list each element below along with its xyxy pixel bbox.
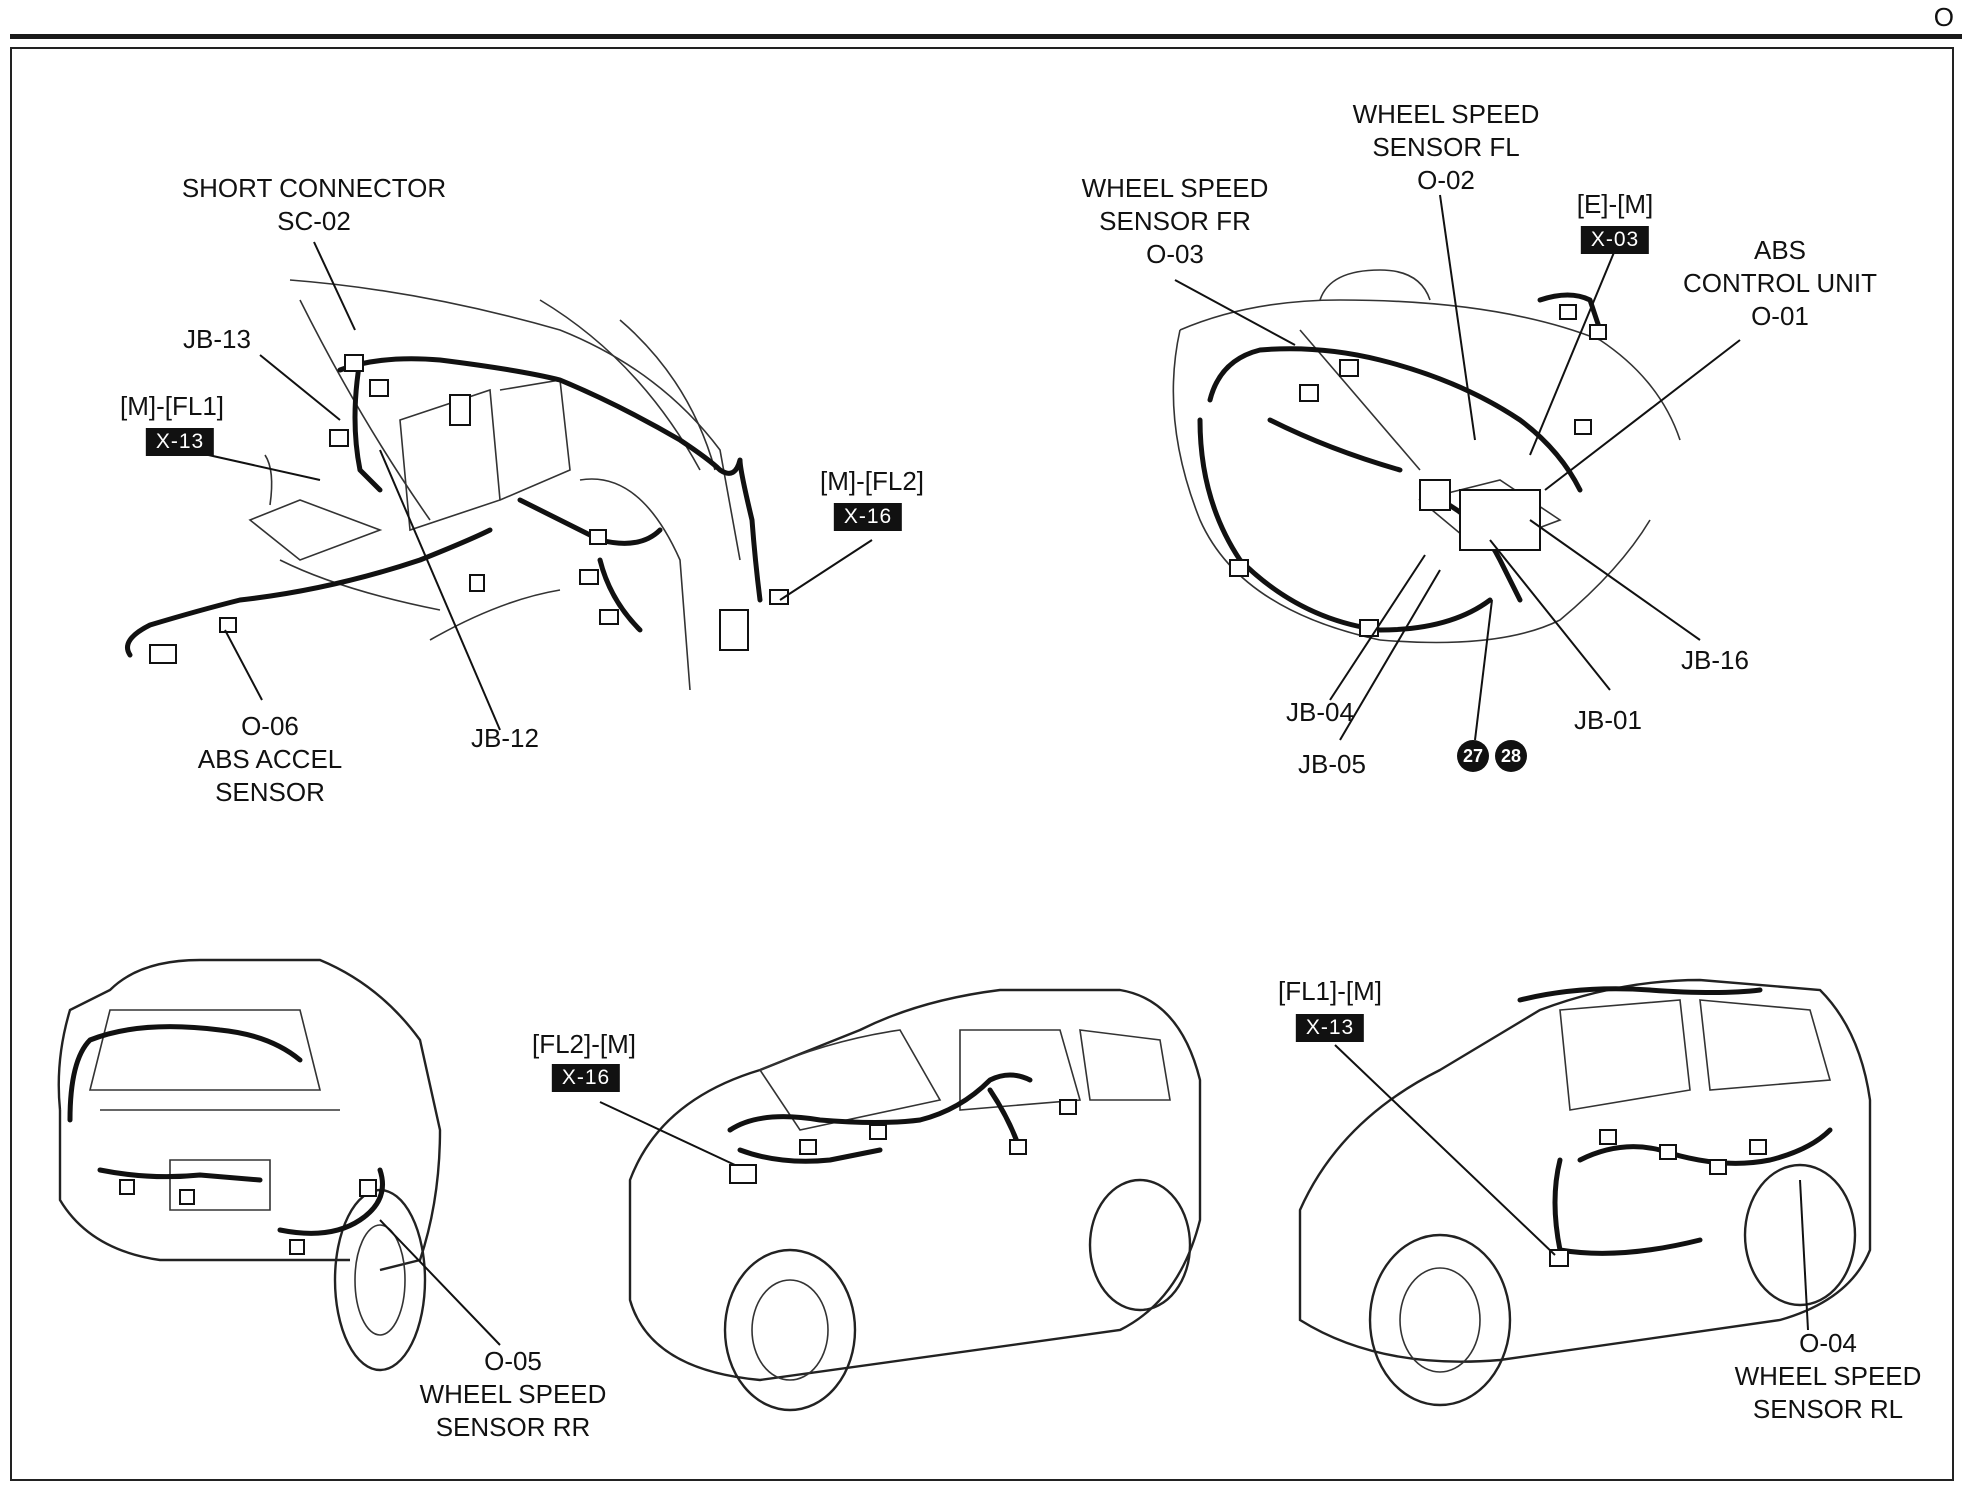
jb13-label: JB-13 [183,324,251,354]
x13-connector-tag-bottom: X-13 [1295,1014,1365,1042]
x13-connector-tag: X-13 [145,428,215,456]
ground-point-28: 28 [1495,740,1527,772]
m-fl1-connector-label: [M]-[FL1] [119,391,225,421]
rear-view-vehicle [57,958,442,1372]
header-rule [10,34,1962,39]
x03-connector-tag: X-03 [1580,226,1650,254]
m-fl2-connector-label: [M]-[FL2] [819,466,925,496]
section-letter: O [1933,2,1954,32]
jb12-label: JB-12 [471,723,539,753]
jb16-label: JB-16 [1681,645,1749,675]
fl2-m-connector-label: [FL2]-[M] [531,1029,637,1059]
engine-bay-harness-view [1172,269,1681,644]
front-left-vehicle [628,988,1202,1412]
jb05-label: JB-05 [1298,749,1366,779]
x16-connector-tag-bottom: X-16 [551,1064,621,1092]
ground-point-27: 27 [1457,740,1489,772]
e-m-connector-label: [E]-[M] [1576,189,1654,219]
jb04-label: JB-04 [1286,697,1354,727]
jb01-label: JB-01 [1574,705,1642,735]
leader-lines [194,194,1809,1346]
x16-connector-tag: X-16 [833,503,903,531]
diagram-frame [10,47,1954,1481]
fl1-m-connector-label: [FL1]-[M] [1277,976,1383,1006]
dashboard-harness-view [125,279,789,691]
side-right-vehicle [1298,978,1872,1407]
